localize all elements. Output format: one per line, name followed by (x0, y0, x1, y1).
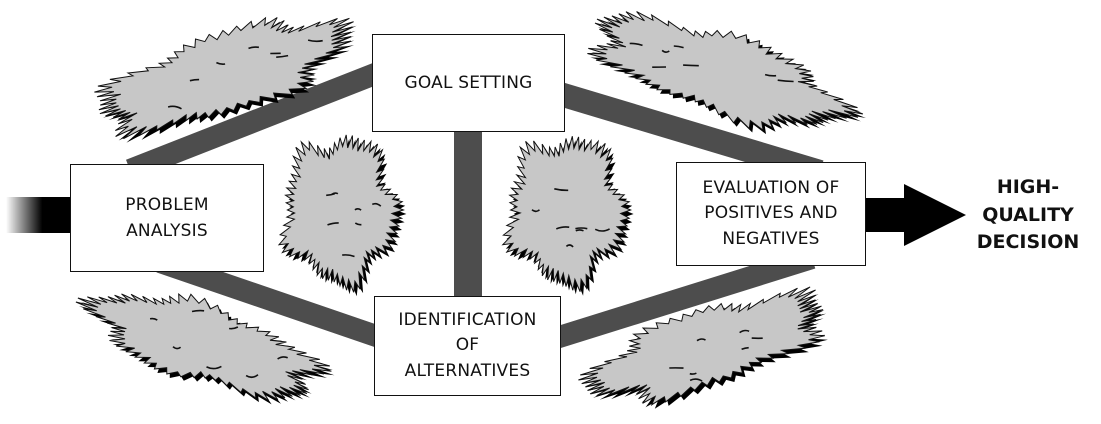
connector-goal-evaluation (556, 82, 824, 184)
connector-goal-alternatives (454, 130, 482, 300)
tree-texture-mark (594, 228, 610, 232)
tree-texture-mark (228, 326, 239, 330)
tree-canopy (277, 134, 405, 293)
tree-texture-mark (683, 64, 699, 67)
tree-texture-mark (629, 42, 643, 47)
tree-texture-mark (689, 378, 703, 382)
node-identification-of-alternatives: IDENTIFICATION OF ALTERNATIVES (374, 296, 561, 396)
tree-texture-mark (191, 309, 205, 313)
tree-texture-mark (764, 73, 777, 77)
tree-texture-mark (554, 188, 569, 192)
tree-texture-mark (342, 254, 355, 258)
tree-texture-mark (189, 78, 200, 82)
tree-texture-mark (206, 365, 222, 370)
tree-texture-mark (326, 192, 335, 197)
tree-texture-mark (673, 45, 684, 49)
tree-texture-mark (354, 207, 362, 211)
tree-texture-mark (245, 374, 259, 379)
tree-texture-mark (307, 39, 323, 43)
tree-canopy (501, 136, 633, 292)
tree-texture-mark (276, 54, 289, 58)
tree-texture-mark (555, 226, 570, 230)
tree-texture-mark (661, 49, 670, 53)
tree-texture-mark (354, 222, 362, 226)
tree-canopy (587, 11, 864, 132)
node-evaluation-label: EVALUATION OF POSITIVES AND NEGATIVES (702, 177, 840, 249)
tree-center-left-icon (277, 134, 407, 297)
node-problem-analysis: PROBLEM ANALYSIS (70, 164, 264, 272)
tree-bottom-right-icon (578, 286, 828, 409)
connector-bars (125, 61, 824, 349)
node-problem-analysis-label: PROBLEM ANALYSIS (125, 194, 209, 241)
node-identification-label: IDENTIFICATION OF ALTERNATIVES (398, 309, 537, 381)
tree-texture-mark (741, 346, 749, 351)
high-quality-decision-label: HIGH- QUALITY DECISION (976, 176, 1080, 254)
tree-texture-mark (149, 317, 158, 321)
input-arrow-tail (6, 197, 72, 233)
tree-texture-mark (739, 329, 750, 334)
tree-texture-mark (575, 227, 588, 230)
node-evaluation: EVALUATION OF POSITIVES AND NEGATIVES (676, 162, 866, 266)
tree-texture-mark (172, 346, 182, 350)
tree-texture-mark (689, 372, 697, 375)
tree-texture-mark (696, 338, 706, 342)
tree-center-right-icon (501, 136, 634, 296)
tree-canopy (75, 293, 332, 401)
tree-canopy (578, 286, 826, 406)
tree-texture-mark (777, 79, 794, 83)
tree-texture-mark (371, 202, 382, 207)
tree-texture-mark (531, 209, 541, 213)
connector-alternatives-evaluation (552, 247, 816, 349)
tree-texture-mark (575, 229, 584, 232)
tree-top-right-icon (587, 11, 866, 135)
tree-texture-mark (277, 356, 289, 360)
node-goal-setting: GOAL SETTING (372, 34, 565, 132)
connector-problem-alternatives (156, 251, 386, 349)
tree-texture-mark (565, 244, 574, 248)
tree-texture-mark (327, 222, 339, 226)
tree-canopy (94, 16, 354, 140)
tree-texture-mark (167, 105, 182, 110)
tree-texture-mark (248, 46, 260, 50)
tree-top-left-icon (94, 16, 357, 143)
node-goal-setting-label: GOAL SETTING (404, 72, 533, 93)
connector-problem-goal (125, 61, 385, 181)
tree-texture-mark (216, 61, 226, 65)
output-arrow (866, 184, 966, 246)
tree-bottom-left-icon (75, 293, 335, 405)
